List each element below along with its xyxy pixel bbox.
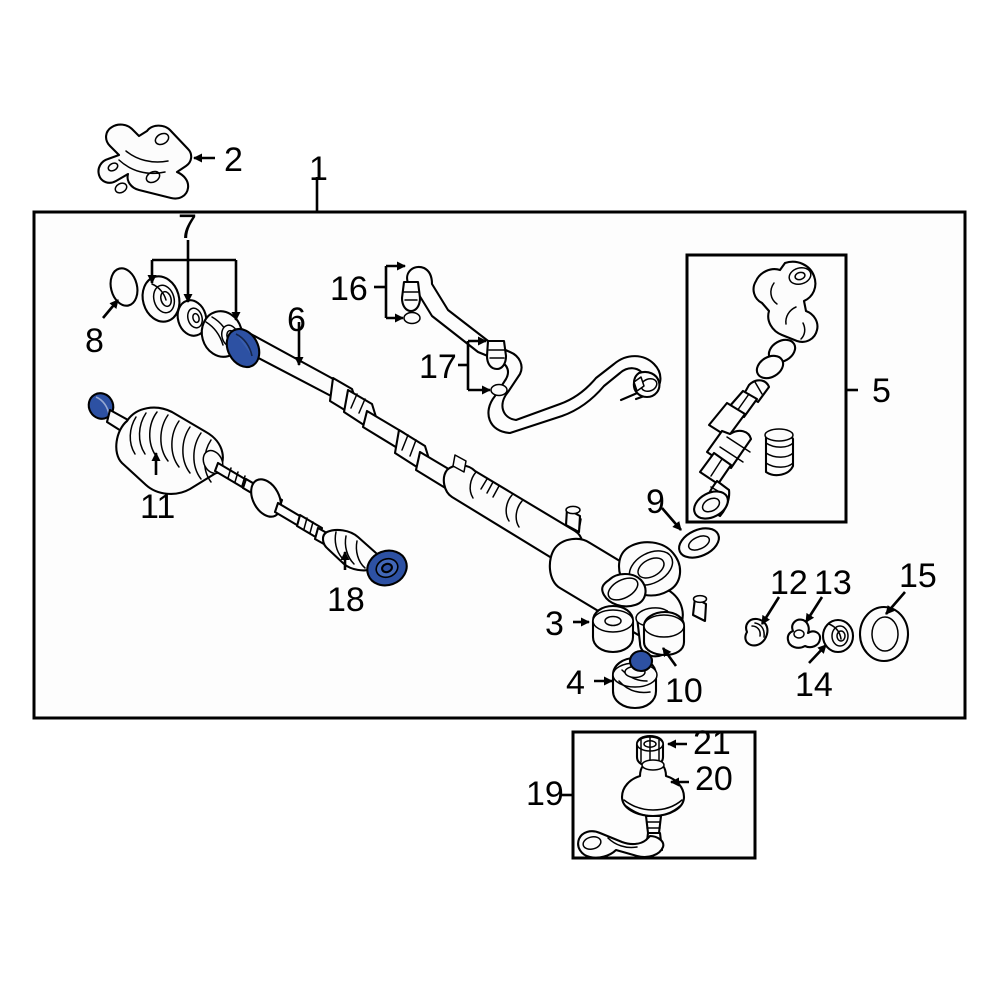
washer-seal — [678, 527, 720, 559]
leader-13 — [804, 596, 824, 623]
callout-label-20: 20 — [695, 760, 733, 798]
callout-label-5: 5 — [872, 372, 891, 410]
callout-label-16: 16 — [330, 270, 368, 308]
callout-label-9: 9 — [646, 483, 665, 521]
callout-label-7: 7 — [178, 208, 197, 246]
leader-10 — [661, 647, 678, 667]
callout-label-1: 1 — [309, 150, 328, 188]
callout-label-6: 6 — [287, 301, 306, 339]
return-line-lower — [485, 339, 661, 399]
clamp — [786, 618, 822, 649]
bushing-mount — [611, 656, 658, 710]
callout-label-21: 21 — [693, 724, 731, 762]
callout-label-13: 13 — [814, 564, 852, 602]
callout-label-19: 19 — [526, 775, 564, 813]
washer-small — [821, 618, 855, 654]
leader-17 — [458, 336, 508, 397]
callout-label-17: 17 — [419, 348, 457, 386]
cap-grommet — [628, 610, 686, 673]
rack-boot-bellows — [87, 392, 408, 587]
leader-8 — [102, 299, 119, 319]
outer-tie-rod-inset — [571, 730, 757, 860]
leader-16 — [374, 261, 421, 325]
callout-label-10: 10 — [665, 672, 703, 710]
clip-retainer — [744, 617, 769, 647]
callout-label-15: 15 — [899, 557, 937, 595]
callout-label-3: 3 — [545, 605, 564, 643]
leader-7 — [147, 240, 241, 321]
callout-label-11: 11 — [140, 488, 176, 526]
intermediate-shaft-inset — [685, 253, 848, 524]
callout-label-18: 18 — [327, 581, 365, 619]
callout-label-12: 12 — [770, 564, 808, 602]
bushing-small — [591, 604, 635, 654]
pressure-line-upper — [400, 265, 662, 435]
callout-label-2: 2 — [224, 141, 243, 179]
callout-label-4: 4 — [566, 664, 585, 702]
leader-14 — [808, 644, 827, 664]
leader-15 — [885, 591, 906, 615]
washer-large — [858, 605, 910, 663]
leader-12 — [760, 596, 781, 625]
mounting-bracket — [97, 123, 193, 200]
leader-9 — [661, 507, 682, 531]
o-ring — [109, 267, 139, 307]
callout-label-8: 8 — [85, 322, 104, 360]
callout-label-14: 14 — [795, 666, 833, 704]
